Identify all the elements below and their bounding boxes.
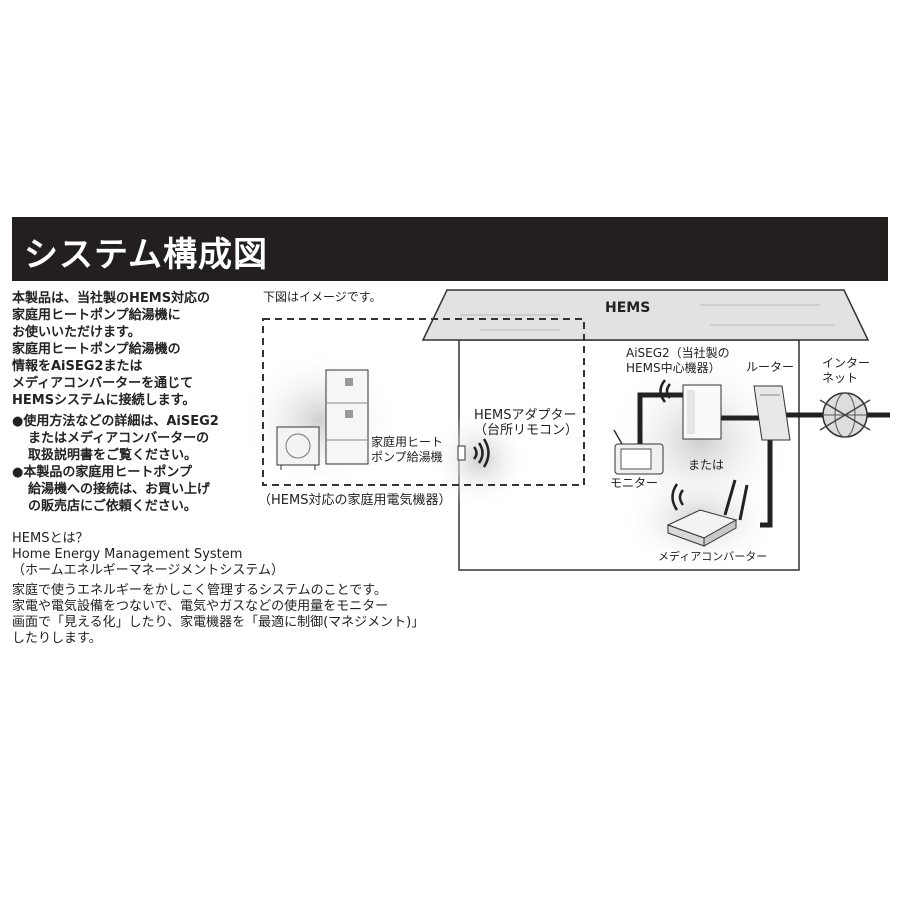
label-line: HEMSアダプター bbox=[474, 408, 577, 423]
hems-body-line: 家電や電気設備をつないで、電気やガスなどの使用量をモニター bbox=[12, 599, 389, 614]
note-line: 給湯機への接続は、お買い上げ bbox=[28, 482, 211, 497]
wireless-icon bbox=[472, 438, 490, 468]
intro-line: お使いいただけます。 bbox=[12, 325, 141, 340]
hems-roof-label: HEMS bbox=[605, 300, 651, 316]
heat-pump-tank bbox=[325, 369, 369, 465]
note-line: またはメディアコンバーターの bbox=[28, 431, 210, 446]
intro-line: メディアコンバーターを通じて bbox=[12, 376, 194, 391]
hems-english: Home Energy Management System bbox=[12, 547, 243, 562]
label-line: AiSEG2（当社製の bbox=[626, 346, 730, 360]
note-usage: ●使用方法などの詳細は、AiSEG2 またはメディアコンバーターの 取扱説明書を… bbox=[12, 413, 252, 464]
appliances-label: （HEMS対応の家庭用電気機器） bbox=[258, 493, 452, 508]
label-line: （台所リモコン） bbox=[474, 423, 579, 438]
note-line: ●使用方法などの詳細は、AiSEG2 bbox=[12, 414, 219, 429]
intro-line: 本製品は、当社製のHEMS対応の bbox=[12, 291, 211, 306]
intro-line: HEMSシステムに接続します。 bbox=[12, 393, 196, 408]
house-roof bbox=[421, 289, 870, 341]
router-label: ルーター bbox=[746, 360, 795, 374]
label-line: インター bbox=[822, 356, 871, 370]
note-line: 取扱説明書をご覧ください。 bbox=[28, 448, 198, 463]
heat-pump-label: 家庭用ヒート ポンプ給湯機 bbox=[371, 435, 443, 465]
page-title: システム構成図 bbox=[24, 235, 268, 275]
media-converter-label: メディアコンバーター bbox=[658, 550, 768, 563]
monitor-device bbox=[613, 429, 664, 475]
intro-line: 情報をAiSEG2または bbox=[12, 359, 143, 374]
note-line: の販売店にご依頼ください。 bbox=[28, 499, 197, 514]
hems-definition: HEMSとは？ Home Energy Management System （ホ… bbox=[12, 531, 432, 647]
hems-adapter-remote bbox=[457, 445, 466, 461]
intro-paragraph: 本製品は、当社製のHEMS対応の 家庭用ヒートポンプ給湯機に お使いいただけます… bbox=[12, 290, 252, 409]
note-line: ●本製品の家庭用ヒートポンプ bbox=[12, 465, 192, 480]
hems-appliances-box bbox=[262, 318, 585, 486]
label-line: HEMS中心機器） bbox=[626, 361, 721, 375]
router-device bbox=[753, 385, 791, 441]
hems-adapter-label: HEMSアダプター （台所リモコン） bbox=[474, 408, 578, 438]
aiseg2-label: AiSEG2（当社製の HEMS中心機器） bbox=[626, 346, 730, 376]
media-converter-device bbox=[666, 479, 749, 547]
or-label: または bbox=[688, 458, 725, 472]
intro-line: 家庭用ヒートポンプ給湯機の bbox=[12, 342, 181, 357]
label-line: 家庭用ヒート bbox=[371, 435, 444, 449]
hems-heading: HEMSとは？ bbox=[12, 531, 89, 546]
internet-globe-icon bbox=[819, 392, 871, 438]
network-cable bbox=[760, 440, 773, 528]
internet-label: インター ネット bbox=[822, 356, 870, 386]
label-line: ポンプ給湯機 bbox=[371, 450, 443, 464]
note-connection: ●本製品の家庭用ヒートポンプ 給湯機への接続は、お買い上げ の販売店にご依頼くだ… bbox=[12, 464, 252, 515]
heat-pump-outdoor-unit bbox=[276, 426, 320, 470]
monitor-label: モニター bbox=[610, 476, 659, 490]
network-cable bbox=[637, 392, 686, 450]
diagram-caption: 下図はイメージです。 bbox=[263, 290, 382, 304]
hems-body-line: 家庭で使うエネルギーをかしこく管理するシステムのことです。 bbox=[12, 583, 387, 598]
hems-body-line: 画面で「見える化」したり、家電機器を「最適に制御(マネジメント)」 bbox=[12, 615, 425, 630]
wireless-icon bbox=[671, 483, 685, 511]
intro-text: 本製品は、当社製のHEMS対応の 家庭用ヒートポンプ給湯機に お使いいただけます… bbox=[12, 290, 252, 519]
intro-line: 家庭用ヒートポンプ給湯機に bbox=[12, 308, 181, 323]
hems-katakana: （ホームエネルギーマネージメントシステム） bbox=[12, 563, 284, 578]
wireless-icon bbox=[659, 379, 671, 403]
aiseg2-device bbox=[682, 384, 722, 440]
hems-body-line: したりします。 bbox=[12, 631, 102, 646]
label-line: ネット bbox=[822, 371, 859, 385]
title-bar: システム構成図 bbox=[12, 217, 888, 281]
